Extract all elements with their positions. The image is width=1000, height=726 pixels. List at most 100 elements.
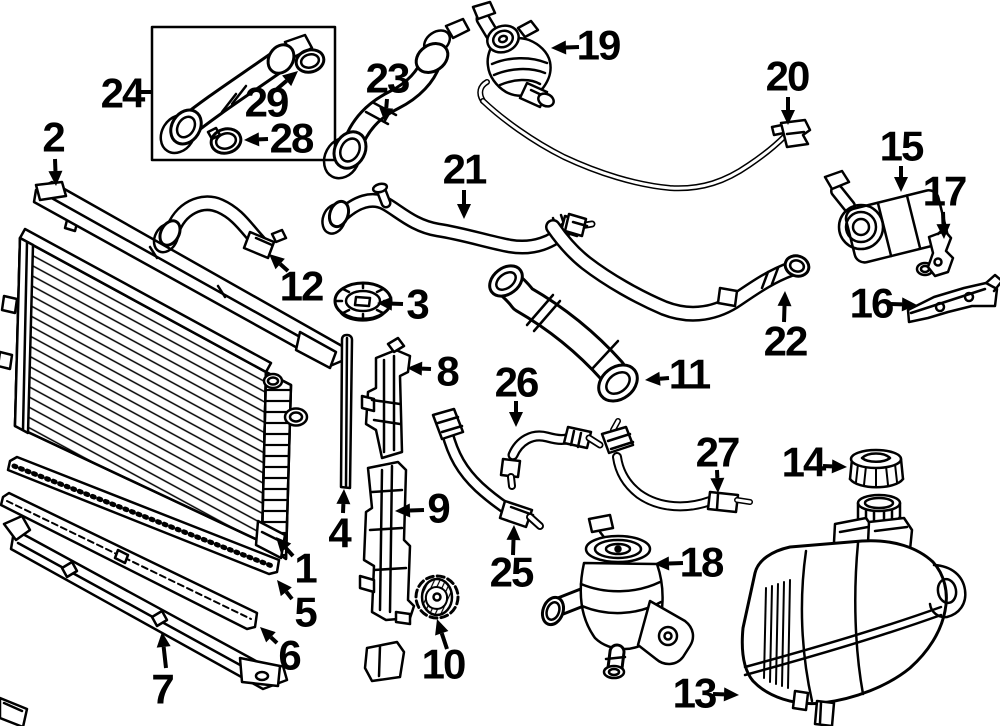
callout-22-leader [782, 305, 787, 323]
bracket-illustration-8 [360, 336, 412, 460]
callout-12-number: 12 [280, 263, 323, 310]
callout-15: 15 [880, 123, 926, 192]
callout-9-number: 9 [427, 485, 449, 532]
callout-22-number: 22 [764, 318, 807, 365]
callout-17-number: 17 [923, 168, 966, 215]
callout-12-leader [278, 262, 290, 273]
callout-6-arrowhead [260, 627, 276, 643]
callout-10-number: 10 [422, 641, 465, 688]
callout-13-arrowhead [723, 687, 739, 702]
callout-5: 5 [277, 580, 319, 636]
callout-23: 23 [366, 55, 411, 123]
callout-5-leader [284, 590, 294, 601]
hose-illustration-23 [322, 17, 471, 180]
support-bar-illustration-2 [32, 180, 346, 370]
callout-18-arrowhead [654, 556, 670, 571]
callout-11: 11 [645, 351, 713, 398]
callout-24-number: 24 [101, 70, 146, 117]
callout-1: 1 [276, 537, 319, 592]
callout-16-number: 16 [850, 280, 893, 327]
clamp-illustration-28 [206, 126, 243, 155]
callout-7-leader [161, 646, 168, 669]
callout-8-arrowhead [407, 361, 423, 376]
callout-23-number: 23 [366, 55, 409, 102]
hose-illustration-24 [159, 33, 314, 155]
callout-18-number: 18 [680, 539, 724, 586]
callout-6: 6 [260, 627, 302, 679]
callout-13-number: 13 [673, 670, 716, 717]
callout-5-number: 5 [294, 589, 317, 636]
callout-8-number: 8 [436, 348, 459, 395]
bracket-illustration-9 [358, 460, 416, 683]
callout-10-leader [439, 632, 449, 650]
callout-12: 12 [269, 254, 325, 310]
callout-3: 3 [377, 281, 430, 328]
callout-22-arrowhead [777, 291, 792, 307]
cap-illustration-14 [848, 448, 905, 489]
callout-29-leader [275, 79, 288, 91]
callout-25: 25 [490, 525, 536, 596]
callout-26-number: 26 [495, 359, 538, 406]
pump-illustration-18 [540, 513, 695, 680]
callout-4: 4 [328, 489, 354, 557]
callout-22: 22 [764, 291, 809, 365]
callout-17-arrowhead [936, 223, 951, 239]
callout-17: 17 [923, 168, 968, 239]
callout-19: 19 [551, 22, 622, 69]
callout-18: 18 [654, 539, 726, 586]
callout-28: 28 [244, 115, 316, 162]
callout-11-leader [659, 376, 670, 381]
callout-27-arrowhead [710, 477, 725, 493]
hose-illustration-21 [321, 182, 596, 255]
callout-10-arrowhead [435, 619, 449, 636]
callout-6-leader [269, 635, 279, 645]
callout-21-number: 21 [443, 146, 487, 193]
hose-illustration-11 [488, 264, 639, 403]
callout-5-arrowhead [277, 580, 292, 597]
callout-20-arrowhead [781, 110, 795, 125]
callout-16-arrowhead [901, 297, 917, 312]
callout-16: 16 [850, 280, 917, 327]
hose-illustration-12 [152, 195, 288, 260]
callout-4-number: 4 [328, 510, 352, 557]
hose-illustration-26 [499, 425, 604, 490]
callout-9: 9 [395, 485, 451, 532]
callout-27: 27 [696, 429, 741, 493]
callout-12-arrowhead [269, 254, 285, 270]
callout-1-number: 1 [294, 545, 317, 592]
callout-9-arrowhead [395, 503, 411, 518]
callout-7: 7 [151, 632, 175, 713]
callout-29-number: 29 [245, 79, 288, 126]
strip-illustration-4 [339, 333, 354, 490]
seal-strip-illustration-6 [0, 491, 259, 631]
hose-illustration-27 [600, 418, 753, 514]
callout-25-number: 25 [490, 549, 534, 596]
callout-3-number: 3 [406, 281, 428, 328]
callout-21: 21 [443, 146, 489, 219]
callout-6-number: 6 [278, 632, 300, 679]
callout-19-arrowhead [551, 40, 567, 55]
callout-layer: 1234567891011121314151617181920212223242… [42, 22, 968, 717]
callout-26-arrowhead [509, 412, 523, 427]
callout-14-arrowhead [831, 459, 847, 474]
thermostat-illustration-19 [471, 0, 555, 109]
callout-7-number: 7 [151, 666, 173, 713]
callout-8: 8 [407, 348, 461, 395]
callout-21-arrowhead [457, 204, 471, 219]
callout-15-arrowhead [894, 177, 908, 192]
callout-11-number: 11 [669, 351, 711, 398]
inset-box-hose-kit [150, 25, 337, 162]
tank-illustration-13 [740, 493, 967, 726]
lower-bracket-illustration-7 [0, 514, 289, 726]
seal-strip-illustration-5 [6, 455, 281, 576]
callout-29: 29 [245, 71, 298, 126]
callout-28-arrowhead [244, 132, 260, 147]
vent-hose-illustration-20 [477, 79, 812, 192]
grommet-illustration-10 [414, 574, 460, 620]
callout-23-arrowhead [379, 107, 394, 123]
radiator-illustration [0, 214, 309, 561]
hose-illustration-22 [545, 212, 811, 322]
callout-29-arrowhead [282, 71, 298, 87]
